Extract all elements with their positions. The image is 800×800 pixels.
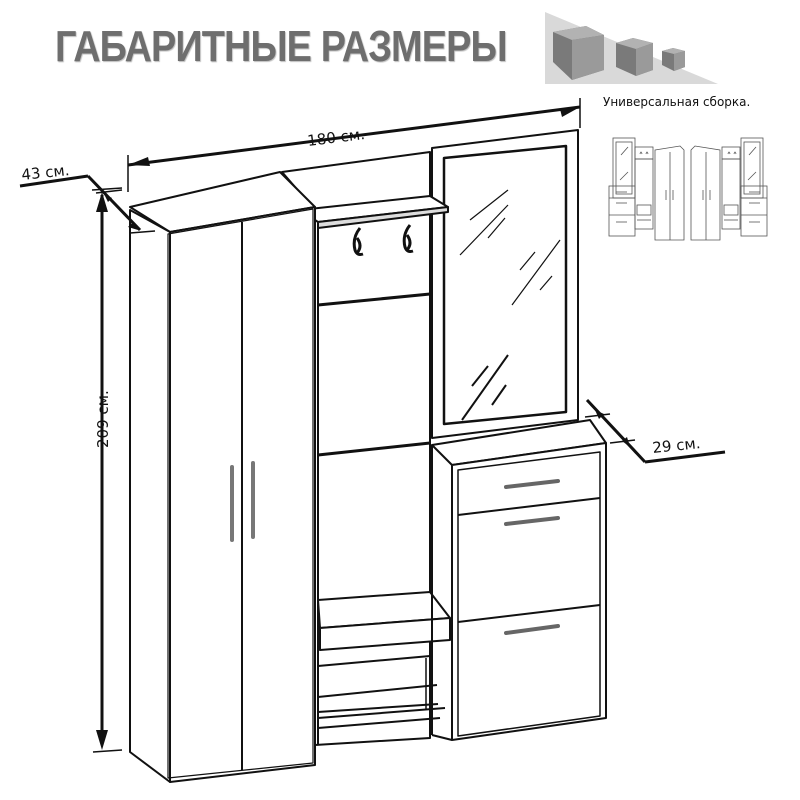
wardrobe-depth-label: 43 см. (21, 161, 71, 184)
page-title: ГАБАРИТНЫЕ РАЗМЕРЫ (55, 22, 508, 71)
bench (317, 591, 451, 729)
shoe-cabinet-depth-label: 29 см. (652, 434, 702, 457)
height-dimension-label: 209 см. (94, 390, 112, 448)
rail (317, 292, 431, 457)
hanger-section (281, 151, 451, 746)
shoe-cabinet (431, 419, 607, 741)
coat-hook-icon (402, 224, 414, 253)
drawer-handle (504, 479, 560, 635)
door-handle (230, 461, 255, 542)
wardrobe (129, 171, 316, 783)
assembly-variant-right (690, 137, 768, 241)
three-cubes-icon (545, 12, 718, 84)
width-dimension-label: 180 см. (306, 125, 365, 150)
assembly-caption: Универсальная сборка. (603, 95, 751, 109)
mirror-panel (431, 129, 579, 439)
coat-hook-icon (352, 227, 364, 256)
mirror-glare-icon (459, 189, 561, 421)
dimension-lines (19, 98, 726, 753)
assembly-variant-left (608, 137, 685, 241)
